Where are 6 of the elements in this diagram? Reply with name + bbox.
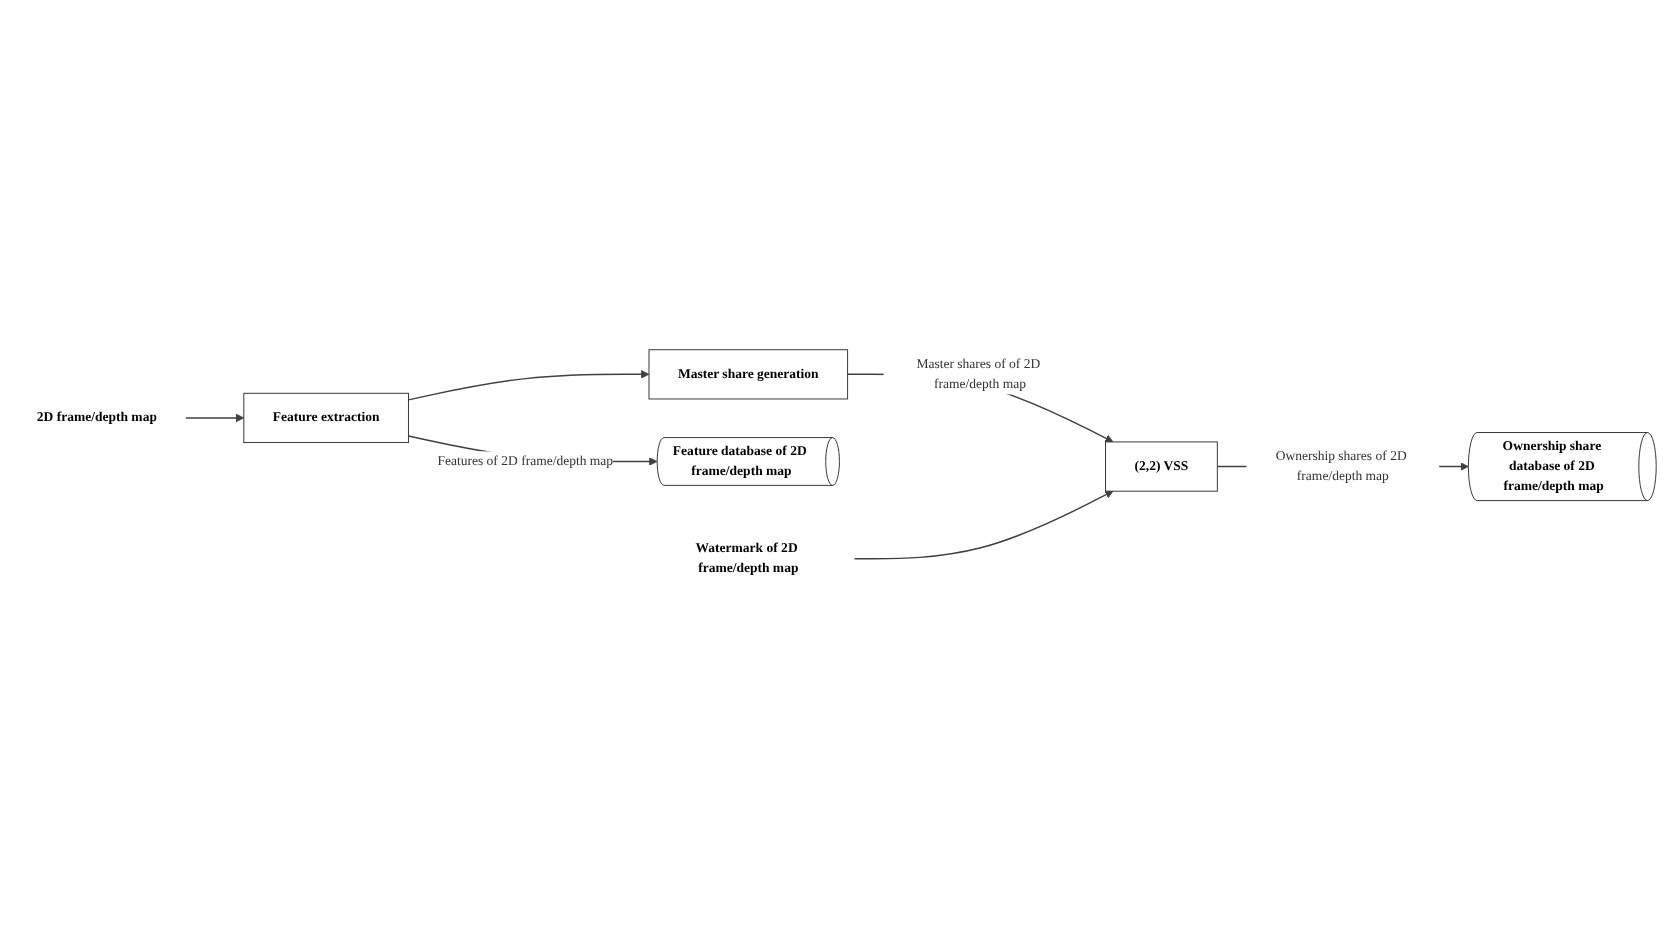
node-box	[243, 392, 409, 443]
arrow	[853, 490, 1114, 559]
arrow	[407, 369, 650, 400]
arrow	[185, 413, 245, 422]
node-box	[1105, 440, 1218, 492]
node-box	[648, 348, 849, 399]
